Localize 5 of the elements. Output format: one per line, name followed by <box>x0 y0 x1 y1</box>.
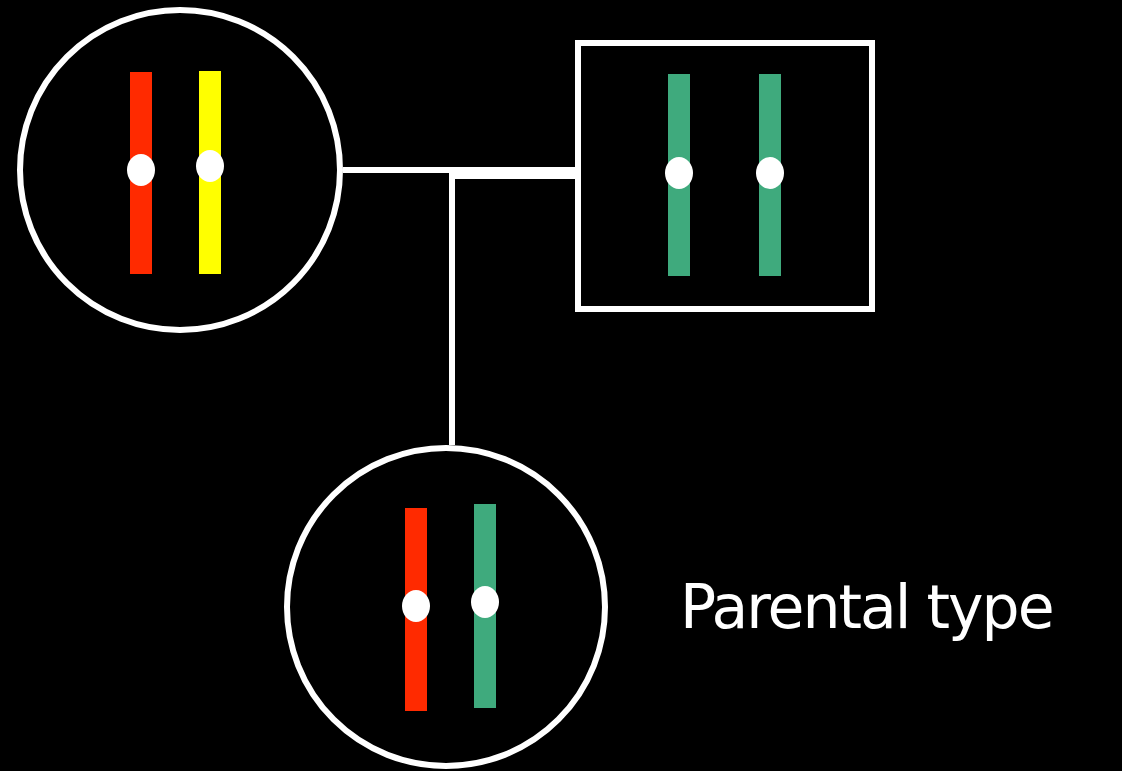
caption-text: Parental type <box>680 572 1053 642</box>
pedigree-line <box>449 173 575 445</box>
female-circle <box>17 7 343 333</box>
male-square <box>575 40 875 312</box>
female-circle <box>284 445 608 769</box>
